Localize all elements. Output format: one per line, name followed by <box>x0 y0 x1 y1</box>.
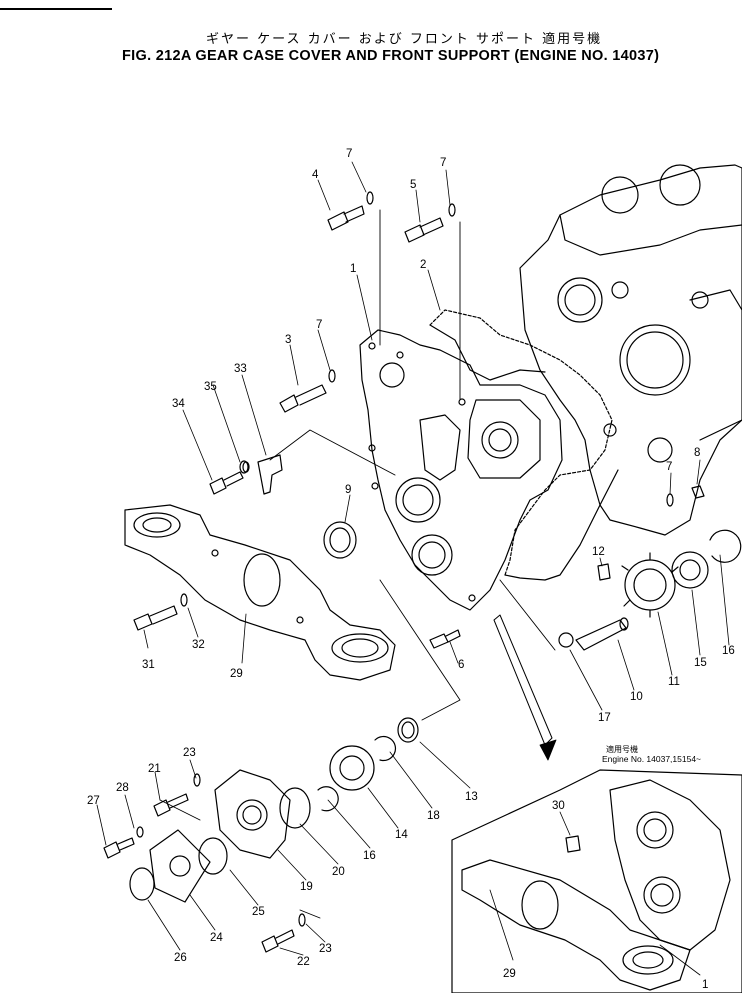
leader-lines <box>96 161 730 976</box>
callout-7d: 7 <box>666 461 672 473</box>
callout-23a: 23 <box>183 747 196 759</box>
callout-21: 21 <box>148 763 161 775</box>
callout-7b: 7 <box>440 157 446 169</box>
callout-2: 2 <box>420 259 426 271</box>
callout-numbers: 1 2 3 4 5 6 7 7 7 7 8 9 10 11 12 13 14 1… <box>87 148 735 991</box>
guide-lines <box>159 209 557 919</box>
figure-title: FIG. 212A GEAR CASE COVER AND FRONT SUPP… <box>122 48 660 64</box>
callout-22: 22 <box>297 956 310 968</box>
callout-17: 17 <box>598 712 611 724</box>
callout-1: 1 <box>350 263 356 275</box>
callout-5: 5 <box>410 179 416 191</box>
callout-18: 18 <box>427 810 440 822</box>
inset-label-japanese: 適用号機 <box>606 745 638 754</box>
callout-20: 20 <box>332 866 345 878</box>
gear-case-cover <box>359 329 563 611</box>
callout-14: 14 <box>395 829 408 841</box>
callout-16a: 16 <box>722 645 735 657</box>
callout-8: 8 <box>694 447 700 459</box>
callout-15: 15 <box>694 657 707 669</box>
callout-3: 3 <box>285 334 291 346</box>
callout-12: 12 <box>592 546 605 558</box>
callout-7c: 7 <box>316 319 322 331</box>
front-support <box>124 504 396 681</box>
callout-9: 9 <box>345 484 351 496</box>
inset-box <box>451 769 742 993</box>
title-japanese: ギヤー ケース カバー および フロント サポート 適用号機 <box>206 32 603 47</box>
callout-16b: 16 <box>363 850 376 862</box>
callout-35: 35 <box>204 381 217 393</box>
callout-31: 31 <box>142 659 155 671</box>
callout-28: 28 <box>116 782 129 794</box>
bolts-and-washers <box>103 191 742 953</box>
callout-34: 34 <box>172 398 185 410</box>
callout-7a: 7 <box>346 148 352 160</box>
gasket <box>429 309 619 581</box>
header-rule <box>0 8 112 10</box>
callout-27: 27 <box>87 795 100 807</box>
callout-10: 10 <box>630 691 643 703</box>
callout-30: 30 <box>552 800 565 812</box>
engine-block <box>519 164 742 536</box>
callout-29-inset: 29 <box>503 968 516 980</box>
inset-engine-label: Engine No. 14037,15154~ <box>602 754 702 764</box>
callout-1-inset: 1 <box>702 979 708 991</box>
callout-11: 11 <box>668 676 680 688</box>
callout-24: 24 <box>210 932 223 944</box>
callout-4: 4 <box>312 169 319 181</box>
callout-19: 19 <box>300 881 313 893</box>
callout-13: 13 <box>465 791 478 803</box>
callout-33: 33 <box>234 363 247 375</box>
callout-6: 6 <box>458 659 464 671</box>
callout-25: 25 <box>252 906 265 918</box>
callout-29: 29 <box>230 668 243 680</box>
callout-26: 26 <box>174 952 187 964</box>
callout-23b: 23 <box>319 943 332 955</box>
callout-32: 32 <box>192 639 205 651</box>
